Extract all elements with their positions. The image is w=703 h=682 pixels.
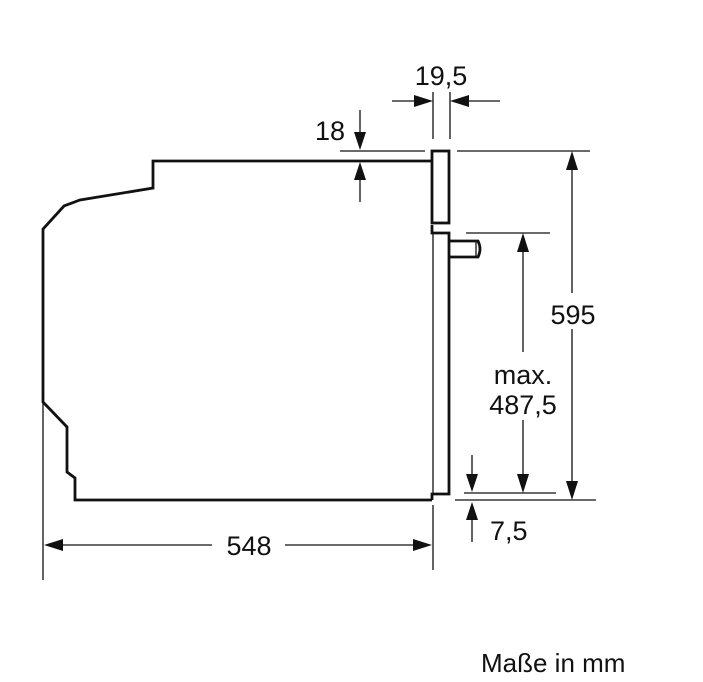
label-height: 595 bbox=[550, 300, 595, 330]
units-note: Maße in mm bbox=[481, 648, 625, 678]
label-top-offset: 18 bbox=[315, 116, 345, 146]
dimension-max-height: max. 487,5 bbox=[464, 232, 557, 494]
dimension-top-offset: 18 bbox=[315, 110, 425, 202]
label-bottom-offset: 7,5 bbox=[490, 516, 528, 546]
oven-front-panel-upper bbox=[430, 149, 451, 225]
label-max: max. bbox=[494, 360, 553, 390]
oven-door-outline bbox=[430, 225, 451, 500]
label-front-thickness: 19,5 bbox=[415, 61, 468, 91]
oven-body-outline bbox=[41, 159, 432, 502]
dimension-height: 595 bbox=[455, 150, 601, 501]
label-max-height: 487,5 bbox=[489, 390, 557, 420]
dimension-depth: 548 bbox=[42, 390, 434, 580]
label-depth: 548 bbox=[226, 531, 271, 561]
dimension-front-thickness: 19,5 bbox=[392, 61, 500, 139]
dimension-bottom-offset: 7,5 bbox=[466, 455, 528, 546]
oven-knob bbox=[449, 239, 482, 259]
